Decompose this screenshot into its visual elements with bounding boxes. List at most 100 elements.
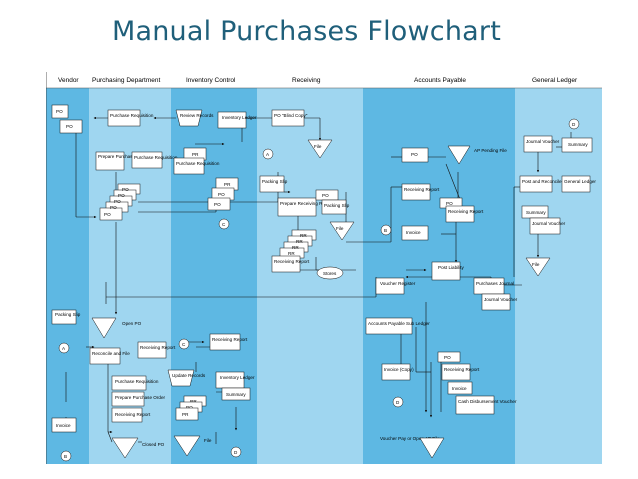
file-receiving-1: [307, 139, 333, 159]
po-stack: PO PO PO PO PO: [99, 183, 141, 221]
connector-d-inv-label: D: [234, 450, 238, 455]
po-stack-4-label: PO: [110, 205, 117, 210]
ledger-inventory-1: [217, 111, 247, 129]
doc-po-vendor-2: [59, 119, 83, 134]
doc-purchase-requisition-1: [107, 109, 141, 127]
doc-po-ap: [401, 147, 429, 163]
doc-journal-voucher-gl-1-label: Journal Voucher: [526, 139, 560, 144]
connector-d-gl-label: D: [572, 122, 576, 127]
file-receiving-2: [329, 221, 355, 241]
proc-prepare-purchase-order-label: Prepare Purchase Order: [98, 154, 149, 159]
flowchart: Vendor Purchasing Department Inventory C…: [45, 72, 602, 464]
file-open-po: [91, 317, 117, 339]
proc-review-records: [175, 109, 203, 127]
doc-purchase-requisition-3-label: Purchase Requisition: [115, 379, 159, 384]
doc-invoice-ap-2-label: Invoice: [452, 386, 467, 391]
proc-reconcile-and-file: [89, 347, 121, 365]
doc-po-blind-copy-label: PO "Blind Copy": [274, 113, 308, 118]
lane-header-bar: [46, 72, 602, 88]
connector-c-inv-1-label: C: [222, 222, 226, 227]
rr-stack-2-label: RR: [296, 239, 303, 244]
po-stack-5: [99, 207, 123, 221]
connector-d-gl: [568, 118, 580, 130]
rr-stack-1-label: RR: [300, 233, 307, 238]
file-ap-pending-label: AP Pending File: [474, 148, 507, 153]
doc-packing-slip-receiving-2-label: Packing Slip: [324, 203, 350, 208]
doc-invoice-copy: [381, 363, 411, 381]
rr-stack-4-label: RR: [288, 251, 295, 256]
connector-a-receiving-label: A: [266, 152, 270, 157]
file-receiving-2-label: File: [336, 226, 344, 231]
doc-packing-slip-vendor-label: Packing Slip: [55, 312, 81, 317]
ledger-general-label: General Ledger: [564, 179, 596, 184]
proc-update-records-label: Update Records: [172, 373, 206, 378]
doc-invoice-vendor-label: Invoice: [56, 423, 71, 428]
file-ap-pending: [447, 145, 471, 165]
doc-pr-inventory-label: PR: [192, 152, 199, 157]
doc-purchase-requisition-2-label: Purchase Requisition: [134, 155, 178, 160]
proc-reconcile-and-file-label: Reconcile and File: [92, 351, 130, 356]
doc-journal-voucher-gl-1: [523, 135, 553, 153]
doc-journal-voucher-ap-label: Journal Voucher: [484, 297, 518, 302]
lane-header-purchasing: Purchasing Department: [92, 77, 160, 84]
doc-purchase-report: [111, 407, 143, 423]
doc-receiving-report-receiving-label: Receiving Report: [274, 259, 310, 264]
lane-header-vendor: Vendor: [58, 77, 79, 84]
doc-cash-disbursement-voucher: [455, 395, 495, 415]
proc-post-and-reconcile: [519, 175, 553, 193]
doc-receiving-report-ap-3-label: Receiving Report: [444, 367, 480, 372]
doc-purchase-order-closed-label: Prepare Purchase Order: [115, 395, 166, 400]
doc-receiving-report-ap-3: [441, 363, 471, 381]
doc-invoice-copy-label: Invoice (Copy): [384, 367, 414, 372]
file-closed-po-label: Closed PO: [142, 442, 165, 447]
doc-invoice-ap: [401, 225, 429, 241]
connector-d-inv: [230, 446, 242, 458]
doc-receiving-report-ap-2-label: Receiving Report: [448, 209, 484, 214]
doc-receiving-report-purchasing: [137, 341, 167, 359]
doc-receiving-report-ap-1: [401, 183, 431, 201]
doc-po-vendor-1-label: PO: [56, 109, 63, 114]
connector-b-vendor-label: B: [64, 454, 67, 459]
doc-journal-voucher-gl-2-label: Journal Voucher: [532, 221, 566, 226]
proc-prepare-purchase-order: [95, 151, 125, 171]
doc-po-ap-3: [437, 351, 461, 363]
doc-pr-inv-3-label: PR: [182, 412, 189, 417]
doc-purchases-journal-label: Purchases Journal: [476, 281, 514, 286]
doc-rr-inv-1-label: RR: [190, 399, 197, 404]
doc-summary-inv: [221, 387, 251, 401]
ledger-general: [561, 175, 591, 193]
doc-journal-voucher-ap: [481, 293, 511, 311]
doc-purchase-order-closed: [111, 391, 145, 407]
doc-purchase-requisition-inv: [173, 157, 205, 175]
doc-po-inv-1-label: PO: [218, 192, 225, 197]
file-voucher-pay-label: Voucher Pay or Open AP File: [380, 436, 440, 441]
doc-cash-disbursement-voucher-label: Cash Disbursement Voucher: [458, 399, 517, 404]
doc-purchase-requisition-1-label: Purchase Requisition: [110, 113, 154, 118]
doc-receiving-report-ap-2: [445, 205, 475, 223]
file-open-po-label: Open PO: [122, 321, 142, 326]
file-inv: [173, 435, 201, 457]
connector-a-vendor-label: A: [62, 346, 66, 351]
doc-purchase-requisition-inv-label: Purchase Requisition: [176, 161, 220, 166]
proc-post-liability-label: Post Liability: [438, 265, 464, 270]
doc-purchase-requisition-3: [111, 375, 147, 391]
proc-prepare-receiving-report: [277, 197, 317, 217]
terminal-stores-label: Stores: [323, 271, 337, 276]
ledger-ap-sub-label: Accounts Payable Sub Ledger: [368, 321, 430, 326]
doc-po-blind-copy: [271, 109, 305, 127]
connector-d-ap: [392, 396, 404, 408]
po-stack-2-label: PO: [118, 193, 125, 198]
connector-d-ap-label: D: [396, 400, 400, 405]
connector-a-vendor: [58, 342, 70, 354]
doc-packing-slip-receiving-1-label: Packing Slip: [262, 179, 288, 184]
rr-stack: RR RR RR RR: [279, 229, 317, 259]
file-gl-label: File: [532, 262, 540, 267]
file-voucher-pay: [419, 437, 445, 459]
doc-summary-gl-1: [561, 137, 593, 153]
doc-pr-inv-3: [175, 407, 199, 421]
connector-c-inv-1: [218, 218, 230, 230]
doc-journal-voucher-gl-2: [529, 217, 561, 235]
po-stack-3-label: PO: [114, 199, 121, 204]
doc-po-inv-2-label: PO: [214, 202, 221, 207]
doc-purchase-report-label: Receiving Report: [115, 412, 151, 417]
